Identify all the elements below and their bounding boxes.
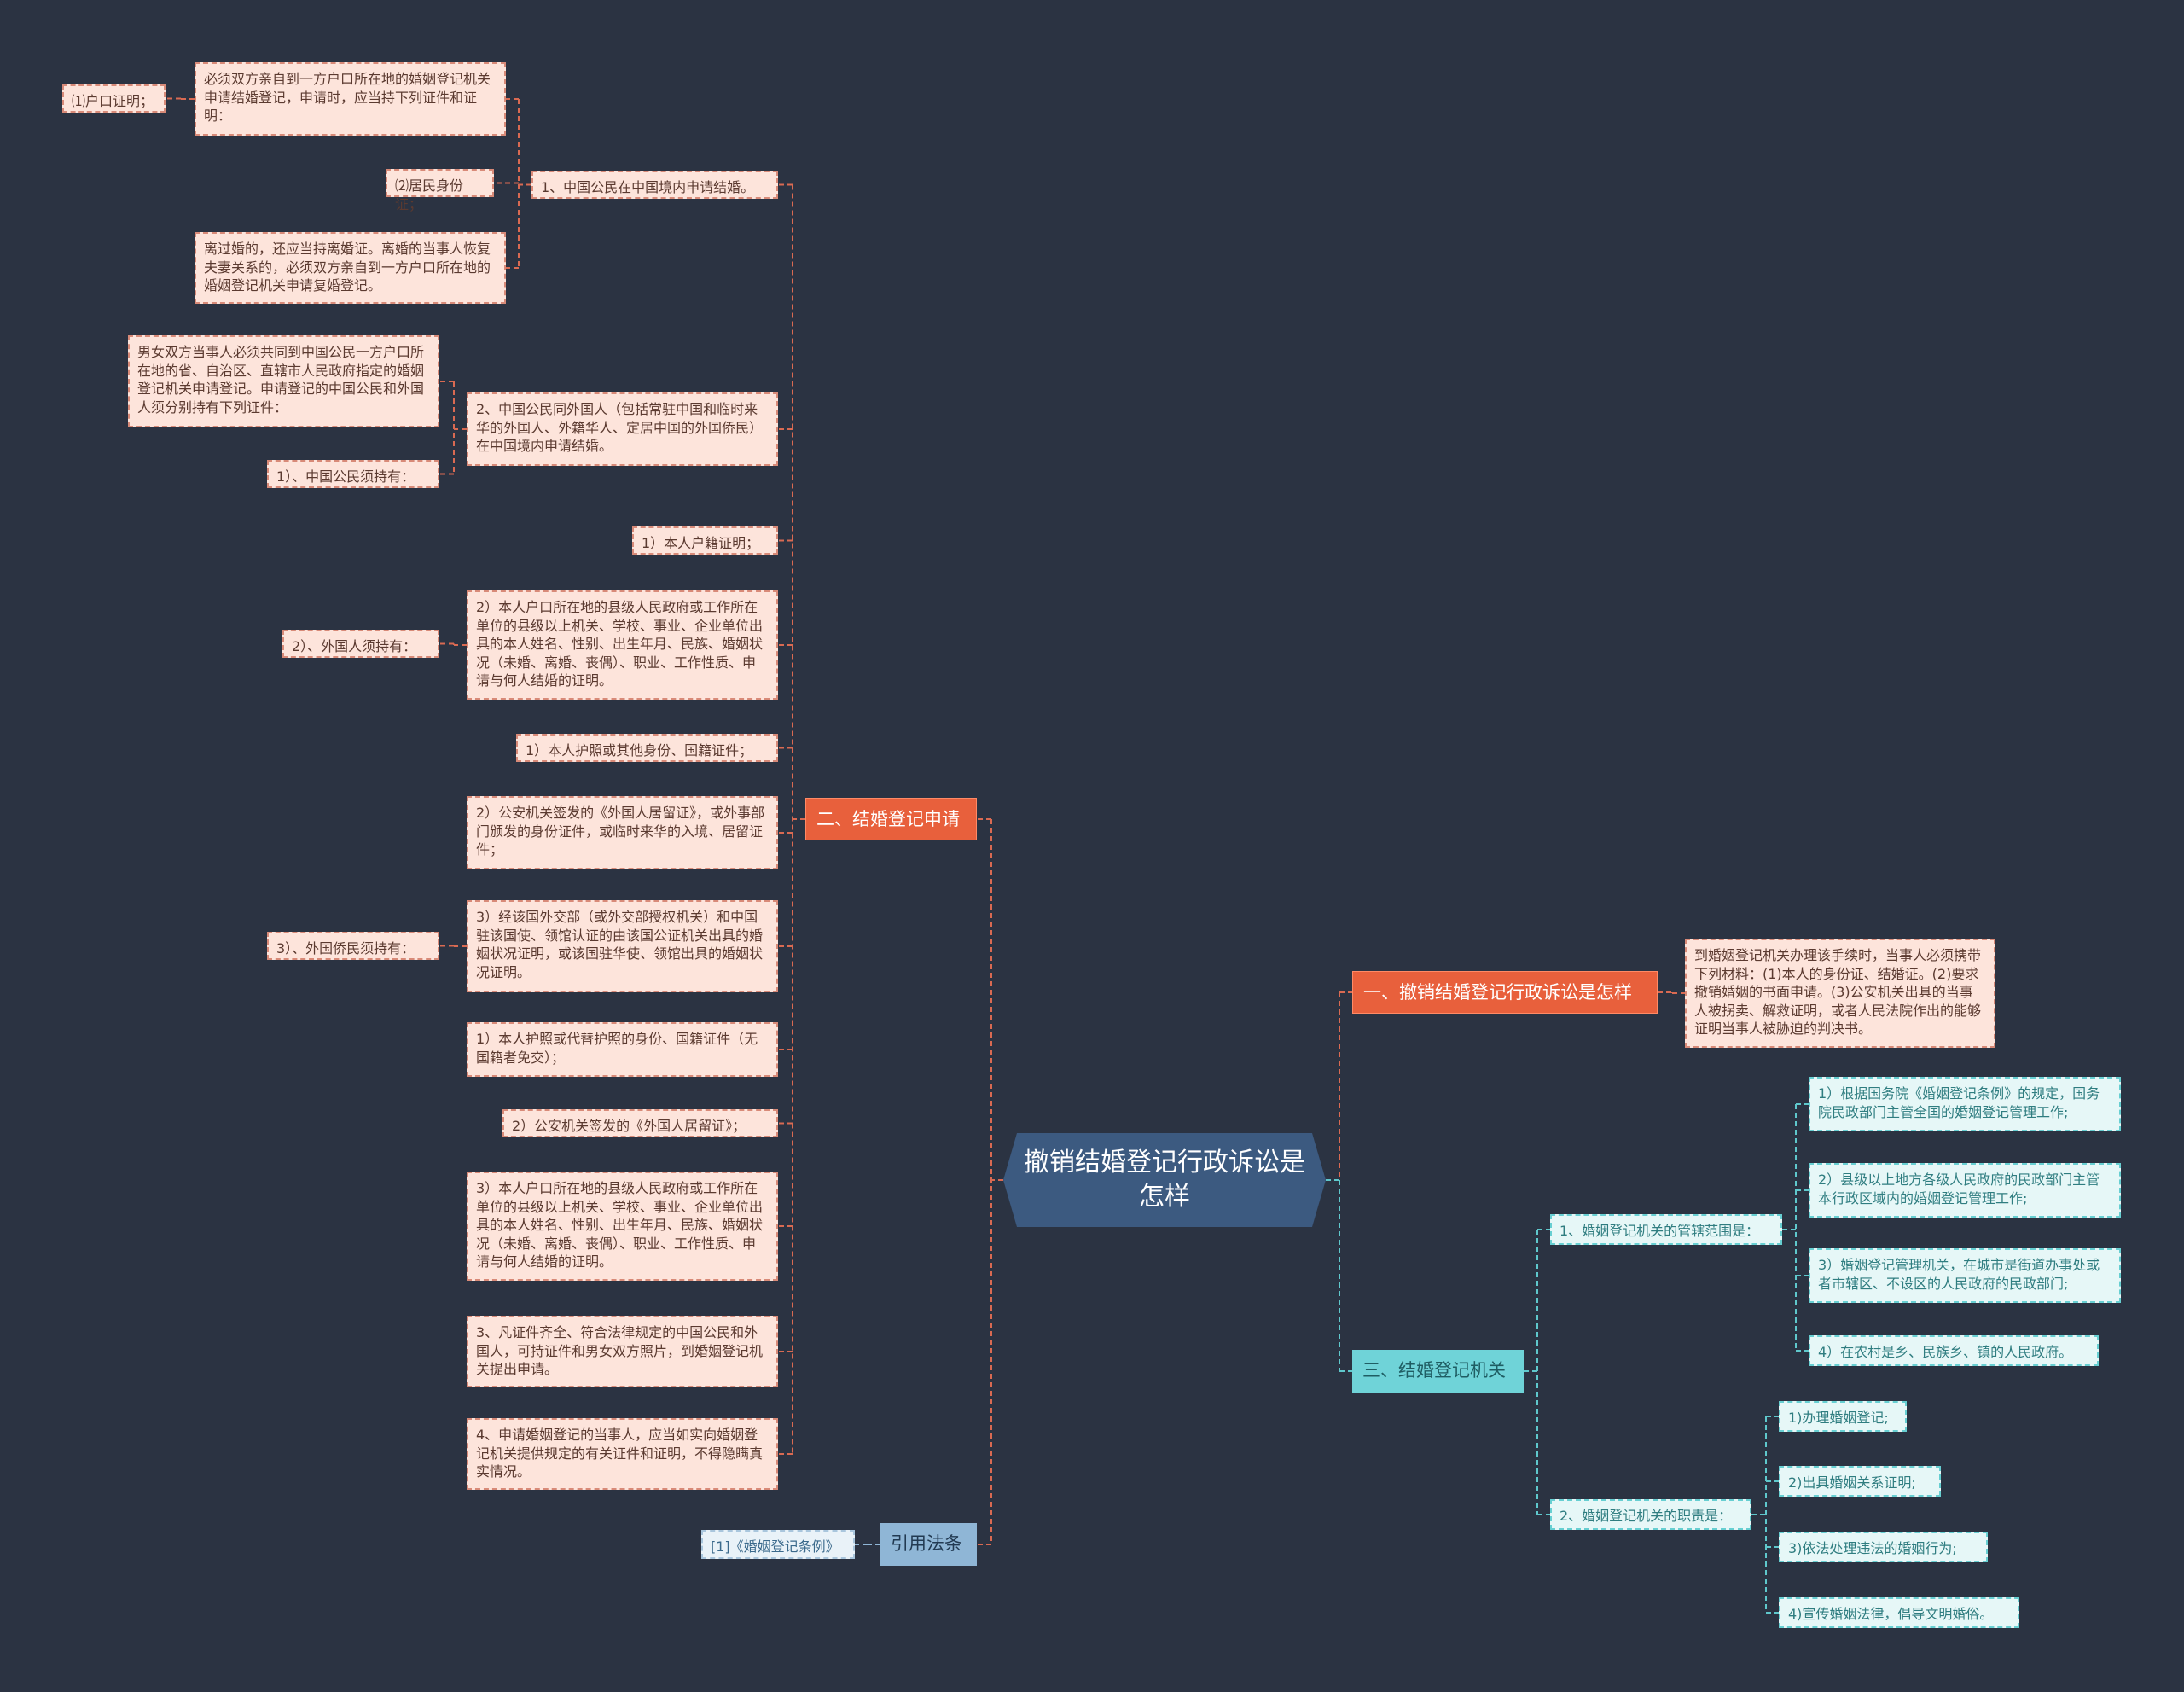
- duty-item-4: 4)宣传婚姻法律，倡导文明婚俗。: [1779, 1597, 2019, 1628]
- citizen-doc-1: 1）本人户籍证明；: [632, 526, 778, 555]
- scope-item-3: 3）婚姻登记管理机关，在城市是街道办事处或者市辖区、不设区的人民政府的民政部门;: [1809, 1248, 2121, 1303]
- branch2-node[interactable]: 二、结婚登记申请: [805, 798, 977, 840]
- law-reference[interactable]: [1]《婚姻登记条例》: [701, 1530, 855, 1559]
- foreigner-doc-3: 3）经该国外交部（或外交部授权机关）和中国驻该国使、领馆认证的由该国公证机关出具…: [467, 900, 778, 992]
- foreigner-doc-2: 2）公安机关签发的《外国人居留证》，或外事部门颁发的身份证件，或临时来华的入境、…: [467, 796, 778, 869]
- item1-requirement: 必须双方亲自到一方户口所在地的婚姻登记机关申请结婚登记，申请时，应当持下列证件和…: [195, 62, 506, 136]
- scope-item-2: 2）县级以上地方各级人民政府的民政部门主管本行政区域内的婚姻登记管理工作;: [1809, 1163, 2121, 1218]
- item1-remarry: 离过婚的，还应当持离婚证。离婚的当事人恢复夫妻关系的，必须双方亲自到一方户口所在…: [195, 232, 506, 304]
- item1-hukou: ⑴户口证明；: [62, 84, 166, 113]
- item1-node[interactable]: 1、中国公民在中国境内申请结婚。: [531, 171, 778, 199]
- foreigner-label[interactable]: 2）、外国人须持有：: [282, 630, 439, 658]
- scope-item-1: 1）根据国务院《婚姻登记条例》的规定，国务院民政部门主管全国的婚姻登记管理工作;: [1809, 1077, 2121, 1131]
- branch3-node[interactable]: 三、结婚登记机关: [1352, 1350, 1524, 1393]
- duty-label[interactable]: 2、婚姻登记机关的职责是：: [1550, 1499, 1751, 1530]
- citizen-doc-2: 2）本人户口所在地的县级人民政府或工作所在单位的县级以上机关、学校、事业、企业单…: [467, 590, 778, 700]
- overseas-label[interactable]: 3）、外国侨民须持有：: [267, 932, 439, 960]
- duty-item-3: 3)依法处理违法的婚姻行为;: [1779, 1532, 1988, 1562]
- root-node[interactable]: 撤销结婚登记行政诉讼是怎样: [1003, 1133, 1326, 1227]
- foreigner-doc-1: 1）本人护照或其他身份、国籍证件；: [516, 734, 778, 762]
- citizen-label[interactable]: 1）、中国公民须持有：: [267, 460, 439, 488]
- scope-label[interactable]: 1、婚姻登记机关的管辖范围是：: [1550, 1214, 1782, 1245]
- duty-item-2: 2)出具婚姻关系证明;: [1779, 1466, 1941, 1497]
- branch1-detail: 到婚姻登记机关办理该手续时，当事人必须携带下列材料：(1)本人的身份证、结婚证。…: [1685, 939, 1995, 1048]
- item3-node[interactable]: 3、凡证件齐全、符合法律规定的中国公民和外国人，可持证件和男女双方照片，到婚姻登…: [467, 1316, 778, 1387]
- item2-node[interactable]: 2、中国公民同外国人（包括常驻中国和临时来华的外国人、外籍华人、定居中国的外国侨…: [467, 392, 778, 466]
- overseas-doc-3: 3）本人户口所在地的县级人民政府或工作所在单位的县级以上机关、学校、事业、企业单…: [467, 1172, 778, 1281]
- branch1-node[interactable]: 一、撤销结婚登记行政诉讼是怎样: [1352, 971, 1658, 1014]
- duty-item-1: 1)办理婚姻登记;: [1779, 1401, 1907, 1432]
- item2-requirement: 男女双方当事人必须共同到中国公民一方户口所在地的省、自治区、直辖市人民政府指定的…: [128, 335, 439, 427]
- item4-node[interactable]: 4、申请婚姻登记的当事人，应当如实向婚姻登记机关提供规定的有关证件和证明，不得隐…: [467, 1418, 778, 1490]
- branch4-node[interactable]: 引用法条: [880, 1523, 977, 1566]
- overseas-doc-2: 2）公安机关签发的《外国人居留证》；: [502, 1109, 778, 1137]
- item1-id: ⑵居民身份证；: [386, 169, 494, 212]
- overseas-doc-1: 1）本人护照或代替护照的身份、国籍证件（无国籍者免交）；: [467, 1022, 778, 1077]
- scope-item-4: 4）在农村是乡、民族乡、镇的人民政府。: [1809, 1335, 2099, 1366]
